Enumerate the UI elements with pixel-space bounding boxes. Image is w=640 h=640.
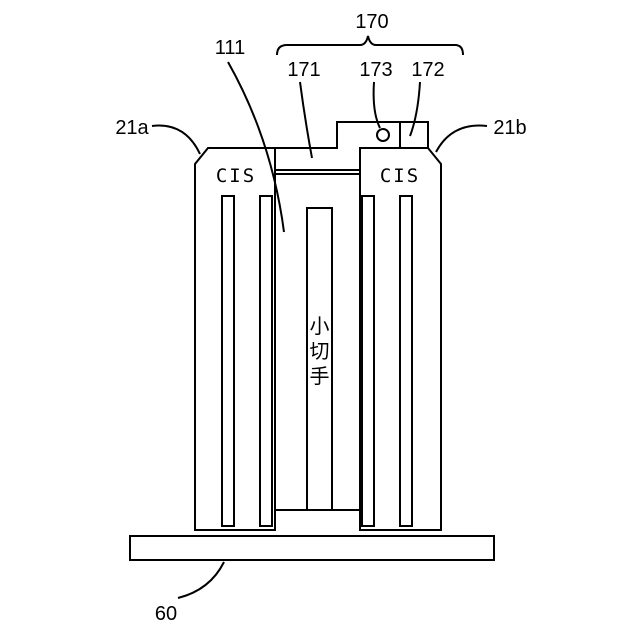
- base-plate-60: [130, 536, 494, 560]
- label-170: 170: [355, 11, 388, 33]
- label-21b: 21b: [493, 117, 526, 139]
- label-21a: 21a: [115, 117, 149, 139]
- label-171: 171: [287, 59, 320, 81]
- label-172: 172: [411, 59, 444, 81]
- medium-char-3: 手: [310, 364, 330, 388]
- label-173: 173: [359, 59, 392, 81]
- cis-label-right: CIS: [380, 165, 420, 187]
- leader-171: [300, 82, 312, 158]
- leader-21a: [152, 126, 200, 154]
- medium-char-2: 切: [310, 339, 330, 363]
- brace-170: [277, 36, 463, 55]
- sensor-173: [377, 129, 389, 141]
- cis-label-left: CIS: [216, 165, 256, 187]
- leader-60: [178, 562, 224, 598]
- label-111: 111: [215, 37, 245, 59]
- label-60: 60: [155, 603, 177, 625]
- leader-21b: [436, 126, 487, 152]
- medium-char-1: 小: [310, 314, 330, 338]
